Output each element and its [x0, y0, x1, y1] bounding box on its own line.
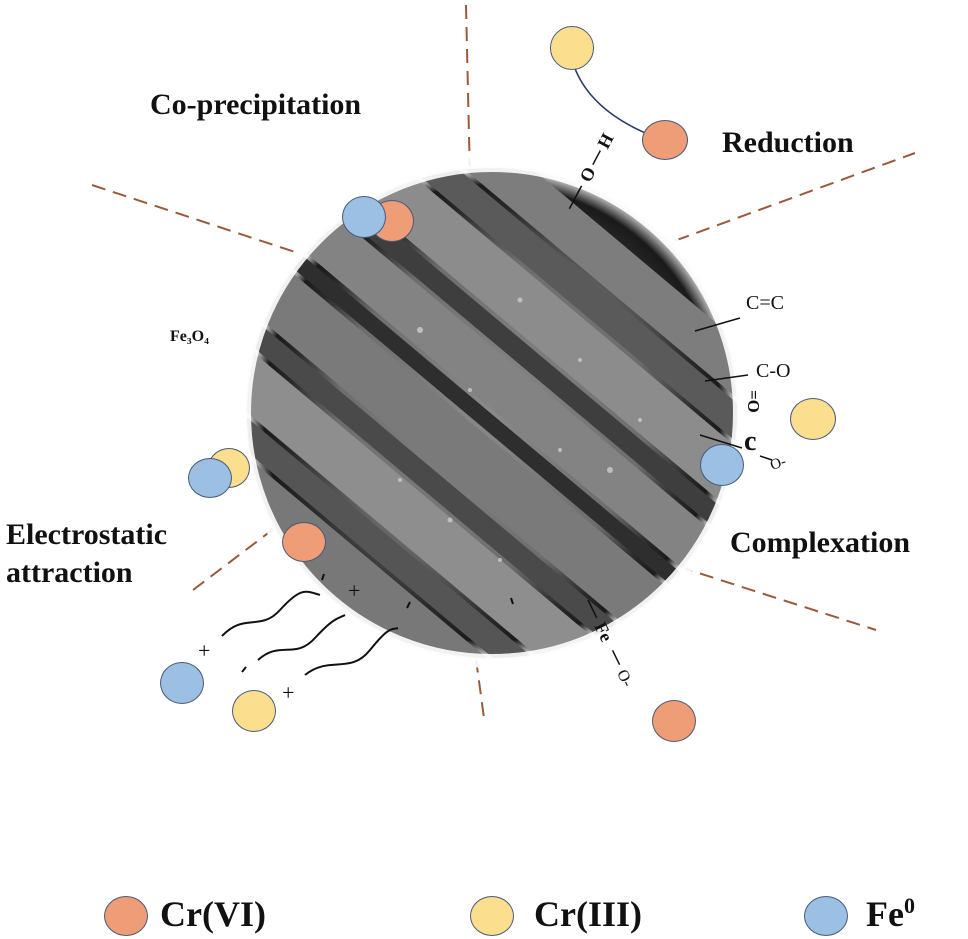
- label-co: C-O: [756, 360, 791, 382]
- fe-o-minus: O-: [613, 667, 636, 690]
- legend-cr3-label: Cr(III): [534, 894, 642, 934]
- legend-cr3-swatch: [470, 896, 514, 936]
- carboxyl-o-minus: O-: [768, 454, 788, 474]
- plus-sign-2: +: [348, 578, 360, 603]
- legend-fe0-base: Fe: [866, 894, 904, 934]
- wave-chain-1: [221, 590, 321, 637]
- cr6-atom-reduction: [642, 120, 688, 160]
- legend-fe0-sup: 0: [903, 893, 915, 918]
- legend-fe0-swatch: [804, 896, 848, 936]
- wave-chain-3: [304, 627, 399, 676]
- fe0-atom-coprecipitation: [342, 196, 386, 238]
- label-fe3o4: Fe₃O₄: [170, 328, 209, 345]
- reduction-bond-curve: [573, 65, 651, 136]
- label-cc: C=C: [746, 292, 784, 314]
- biochar-particle: [237, 158, 747, 668]
- label-electrostatic-line1: Electrostatic: [6, 518, 168, 551]
- chain-end-dash-2: [241, 666, 247, 673]
- divider-bottom-right: [657, 559, 877, 631]
- carboxyl-o-line: [759, 455, 773, 461]
- co-bond-line: [704, 374, 749, 382]
- fe0-atom-complexation: [700, 444, 744, 486]
- chain-end-dash-3: [406, 601, 411, 609]
- cc-bond-line: [694, 317, 741, 332]
- wave-chain-2: [257, 614, 346, 661]
- chain-end-dash-1: [321, 573, 325, 581]
- cr6-atom-fe-oxide: [652, 700, 696, 742]
- divider-top: [465, 4, 471, 179]
- plus-sign-1: +: [198, 638, 210, 663]
- chain-end-dash-4: [510, 597, 514, 605]
- carboxyl-bond-line: [699, 434, 743, 449]
- label-electrostatic-line2: attraction: [6, 556, 133, 589]
- cr3-atom-complexation: [790, 398, 836, 440]
- cr3-atom-reduction: [550, 26, 594, 70]
- fe0-atom-left: [188, 458, 232, 498]
- fe0-atom-electrostatic: [160, 662, 204, 704]
- legend-fe0-label: Fe0: [866, 893, 915, 935]
- divider-top-right: [654, 152, 916, 249]
- label-reduction: Reduction: [722, 126, 854, 159]
- plus-sign-3: +: [282, 680, 294, 705]
- divider-top-left: [91, 184, 299, 254]
- legend-cr6-swatch: [104, 896, 148, 936]
- label-coprecipitation: Co-precipitation: [150, 88, 362, 121]
- complexation-groups: [694, 317, 773, 461]
- hydroxyl-h: H: [593, 130, 617, 152]
- cr3-atom-electrostatic: [232, 690, 276, 732]
- legend-cr6-label: Cr(VI): [160, 894, 266, 934]
- cr6-atom-electrostatic: [282, 522, 326, 562]
- electrostatic-chains: [221, 573, 514, 676]
- label-complexation: Complexation: [730, 526, 910, 559]
- carboxyl-oxygen-double: =O: [744, 390, 763, 413]
- label-carboxyl-c: c: [744, 426, 757, 457]
